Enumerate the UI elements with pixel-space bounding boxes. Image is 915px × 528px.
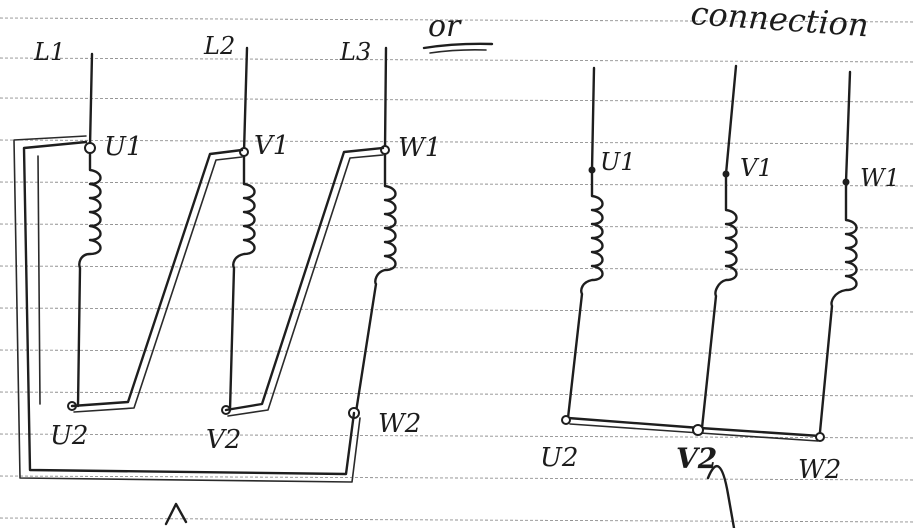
terminal-label-w2: W2 <box>378 409 421 439</box>
right-coil-v <box>700 174 738 430</box>
supply-wire-l3 <box>383 46 388 152</box>
return-loop-w2-to-u1 <box>22 140 356 476</box>
right-supply-wire-w <box>844 70 852 184</box>
or-label: or <box>428 9 462 44</box>
line-label-l3: L3 <box>339 38 371 66</box>
right-terminal-w1 <box>842 178 850 186</box>
terminal-label-w1: W1 <box>398 133 441 163</box>
right-terminal-v2 <box>692 424 704 436</box>
right-terminal-label-w2: W2 <box>798 455 841 485</box>
stray-pen-mark <box>164 502 188 526</box>
right-terminal-label-v2: V2 <box>676 442 717 475</box>
return-loop-w2-to-u1-outline <box>13 135 361 483</box>
right-coil-u <box>566 170 604 420</box>
coil-w <box>354 150 397 414</box>
right-supply-wire-v <box>724 64 738 176</box>
return-loop-inner <box>37 155 41 405</box>
right-diagram: U1 V1 W1 U2 V2 W2 <box>540 64 900 528</box>
or-underline <box>422 42 494 50</box>
right-terminal-label-u2: U2 <box>540 443 578 473</box>
right-supply-wire-u <box>590 66 596 172</box>
bridge-u2-to-v1 <box>70 148 244 408</box>
right-terminal-label-w1: W1 <box>860 164 900 192</box>
left-diagram: L1 L2 L3 U1 V1 W1 U2 V2 W2 <box>13 32 441 483</box>
coil-u <box>76 148 102 408</box>
right-coil-w <box>818 182 858 434</box>
bridge-v2-to-w1 <box>224 146 385 412</box>
terminal-label-u1: U1 <box>104 132 142 162</box>
pointer-stroke <box>706 464 736 528</box>
supply-wire-l2 <box>242 46 249 154</box>
or-underline-2 <box>429 49 487 54</box>
terminal-label-v1: V1 <box>254 131 289 161</box>
coil-v <box>228 152 256 412</box>
terminal-label-u2: U2 <box>50 421 88 451</box>
line-label-l1: L1 <box>33 38 65 66</box>
right-terminal-w2 <box>815 432 825 442</box>
terminal-label-v2: V2 <box>206 425 241 455</box>
right-terminal-u2 <box>561 415 571 425</box>
terminal-u1 <box>84 142 96 154</box>
right-terminal-v1 <box>722 170 730 178</box>
header-fragment-text: connection <box>689 0 869 44</box>
supply-wire-l1 <box>88 52 94 148</box>
right-terminal-label-u1: U1 <box>600 148 636 176</box>
right-terminal-u1 <box>588 166 596 174</box>
bridge-v2-to-w1-outline <box>227 154 384 417</box>
right-terminal-label-v1: V1 <box>740 154 773 182</box>
ruled-lines <box>0 17 915 523</box>
bridge-u2-to-v1-outline <box>73 156 243 413</box>
line-label-l2: L2 <box>203 32 235 60</box>
